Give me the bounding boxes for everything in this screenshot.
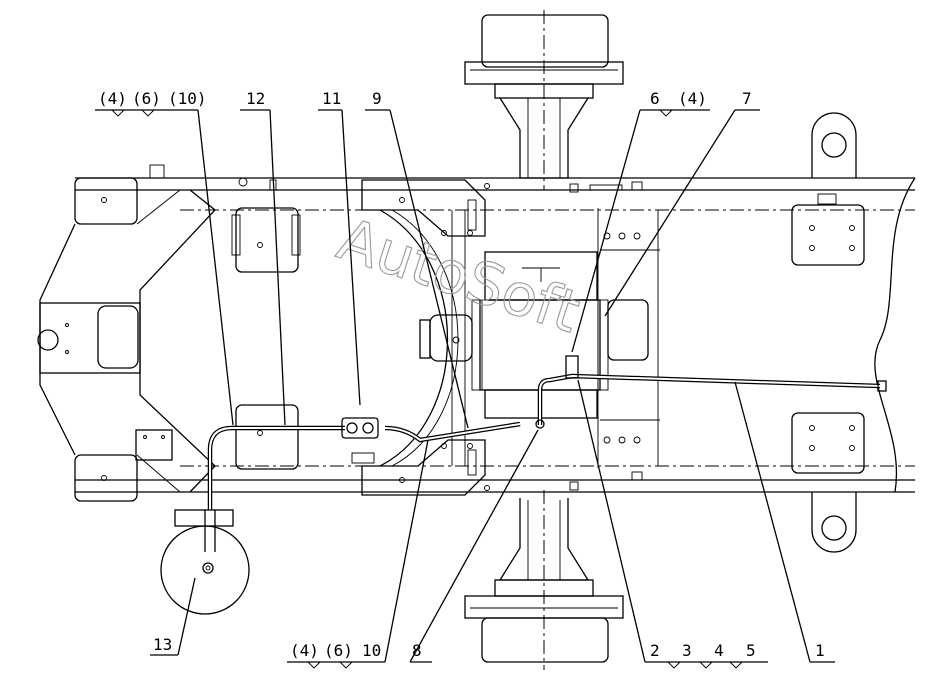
leader-lines bbox=[95, 109, 835, 669]
air-tank bbox=[160, 509, 250, 615]
label-5: 5 bbox=[746, 641, 756, 660]
frame-rails bbox=[37, 177, 916, 502]
label-bottom-left-10: 10 bbox=[362, 641, 381, 660]
label-9: 9 bbox=[372, 89, 382, 108]
label-11: 11 bbox=[322, 89, 341, 108]
label-top-left-6: (6) bbox=[132, 89, 161, 108]
label-1: 1 bbox=[815, 641, 825, 660]
part-labels: (4) (6) (10) 12 11 9 6 (4) 7 13 (4) (6) … bbox=[98, 89, 825, 660]
watermark-text: AutoSoft bbox=[330, 205, 588, 347]
brake-pipe-line bbox=[207, 355, 887, 510]
bottom-axle bbox=[464, 490, 624, 670]
label-4: 4 bbox=[714, 641, 724, 660]
label-3: 3 bbox=[682, 641, 692, 660]
left-brackets bbox=[135, 164, 301, 470]
top-axle bbox=[464, 10, 624, 190]
differential-housing bbox=[419, 181, 660, 491]
label-7: 7 bbox=[742, 89, 752, 108]
label-8: 8 bbox=[412, 641, 422, 660]
label-top-left-10: (10) bbox=[168, 89, 207, 108]
label-12: 12 bbox=[246, 89, 265, 108]
right-brackets bbox=[791, 112, 865, 553]
label-top-right-6: 6 bbox=[650, 89, 660, 108]
label-top-left-4: (4) bbox=[98, 89, 127, 108]
center-brackets bbox=[361, 179, 490, 496]
label-bottom-left-6: (6) bbox=[324, 641, 353, 660]
label-top-right-4: (4) bbox=[678, 89, 707, 108]
label-13: 13 bbox=[153, 635, 172, 654]
label-2: 2 bbox=[650, 641, 660, 660]
label-bottom-left-4: (4) bbox=[290, 641, 319, 660]
